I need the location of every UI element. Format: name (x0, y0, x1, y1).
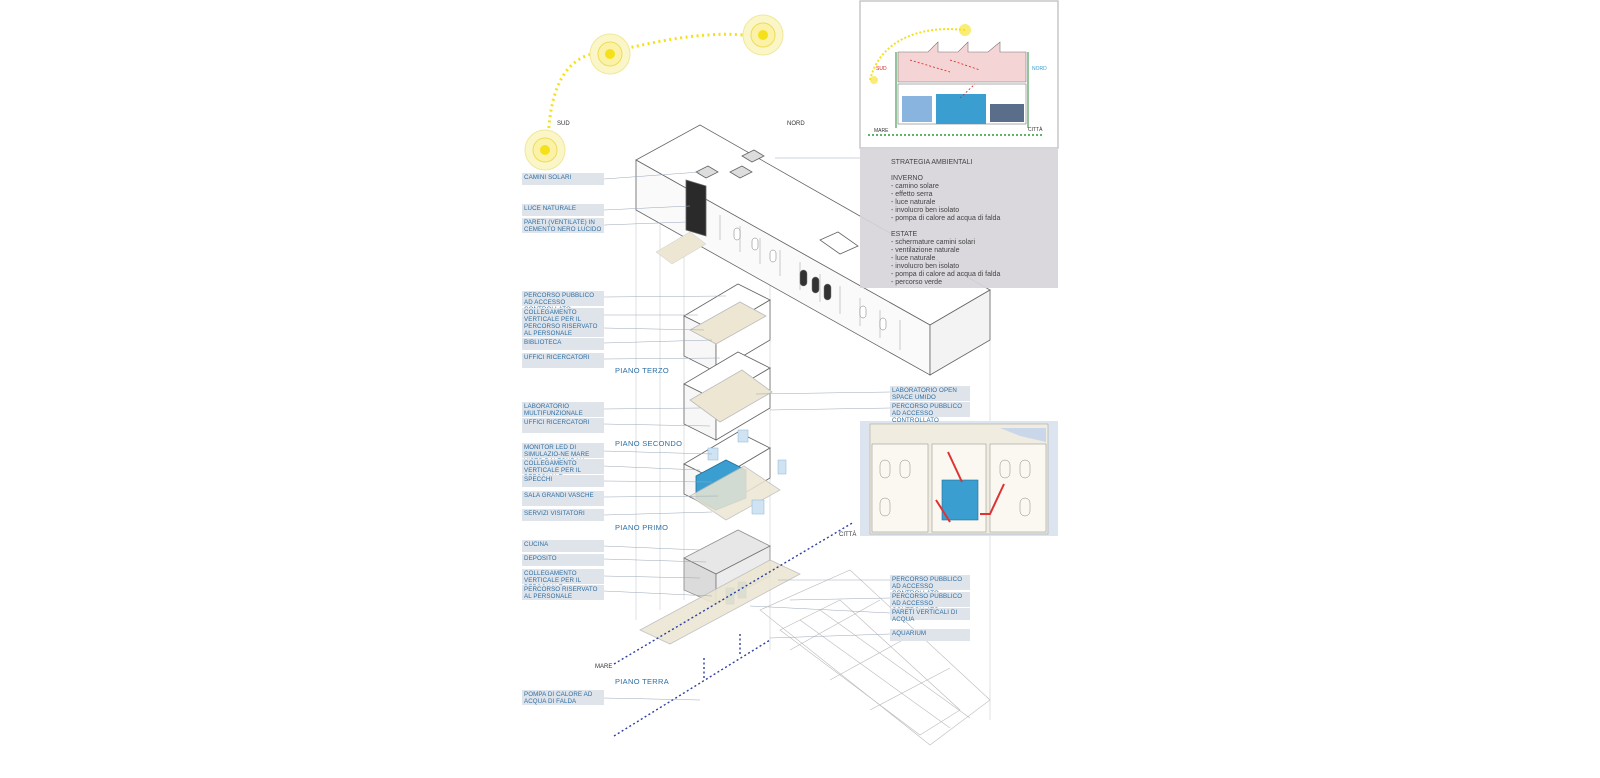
environmental-section-inset (859, 0, 1059, 149)
sun-icon (742, 14, 784, 56)
label-percorso-pubblico: PERCORSO PUBBLICO AD ACCESSO CONTROLLATO (522, 291, 604, 313)
strategy-item: - effetto serra (891, 191, 933, 198)
leader-lines (603, 157, 891, 701)
sun-path (524, 14, 784, 171)
floor-volume-primo (683, 429, 787, 521)
strategy-title: STRATEGIA AMBIENTALI (891, 159, 973, 166)
label-specchi: SPECCHI (522, 475, 604, 487)
label-pareti-verticali-acqua: PARETI VERTICALI DI ACQUA (890, 608, 970, 623)
label-collegamento-verticale-3: COLLEGAMENTO VERTICALE PER IL PERSONALE (522, 569, 604, 591)
section-label-mare: MARE (874, 128, 889, 134)
label-deposito: DEPOSITO (522, 554, 604, 566)
strategy-item: - luce naturale (891, 255, 936, 262)
label-collegamento-verticale: COLLEGAMENTO VERTICALE PER IL PERSONALE (522, 308, 604, 330)
label-percorso-pubblico-r3: PERCORSO PUBBLICO AD ACCESSO CONTROLLATO (890, 592, 970, 614)
label-percorso-riservato: PERCORSO RISERVATO AL PERSONALE (522, 322, 604, 337)
floor-title-terzo: PIANO TERZO (615, 366, 670, 375)
floor-title-terra: PIANO TERRA (615, 677, 670, 686)
sun-ray-lines (909, 59, 981, 99)
label-camini-solari: CAMINI SOLARI (522, 173, 604, 185)
section-label-sud: SUD (876, 66, 887, 72)
strategy-item: - pompa di calore ad acqua di falda (891, 215, 1001, 222)
label-luce-naturale: LUCE NATURALE (522, 204, 604, 216)
label-servizi-visitatori: SERVIZI VISITATORI (522, 509, 604, 521)
compass-sud: SUD (557, 121, 570, 127)
solar-chimney-icon (695, 149, 765, 179)
section-label-citta: CITTÀ (1028, 127, 1043, 133)
ground-floor-plan (759, 569, 991, 746)
strategy-winter-title: INVERNO (891, 175, 923, 182)
floor-volume-terra (639, 529, 801, 645)
label-uffici-ricercatori: UFFICI RICERCATORI (522, 353, 604, 368)
label-pareti-ventilate: PARETI (VENTILATE) IN CEMENTO NERO LUCID… (522, 218, 604, 233)
compass-nord: NORD (787, 121, 805, 127)
strategy-item: - camino solare (891, 183, 939, 190)
label-aquarium: AQUARIUM (890, 629, 970, 641)
strategy-panel: STRATEGIA AMBIENTALI INVERNO - camino so… (860, 148, 1058, 288)
label-pompa-di-calore: POMPA DI CALORE AD ACQUA DI FALDA (522, 690, 604, 705)
section-label-nord: NORD (1032, 66, 1047, 72)
strategy-item: - involucro ben isolato (891, 263, 960, 270)
strategy-item: - schermature camini solari (891, 239, 976, 246)
label-percorso-pubblico-r1: PERCORSO PUBBLICO AD ACCESSO CONTROLLATO (890, 402, 970, 424)
floor-title-primo: PIANO PRIMO (615, 523, 669, 532)
strategy-item: - ventilazione naturale (891, 247, 960, 254)
sun-icon (524, 129, 566, 171)
floor-volume-secondo (683, 351, 773, 441)
floor-title-secondo: PIANO SECONDO (615, 439, 683, 448)
strategy-item: - percorso verde (891, 279, 942, 286)
strategy-summer-title: ESTATE (891, 231, 918, 238)
label-sala-grandi-vasche: SALA GRANDI VASCHE (522, 491, 604, 506)
label-laboratorio-multifunzionale: LABORATORIO MULTIFUNZIONALE (522, 402, 604, 417)
label-collegamento-verticale-2: COLLEGAMENTO VERTICALE PER IL PERSONALE (522, 459, 604, 481)
arched-windows (733, 227, 887, 331)
label-biblioteca: BIBLIOTECA (522, 338, 604, 350)
sea-city-axis (613, 521, 855, 737)
label-percorso-pubblico-r2: PERCORSO PUBBLICO AD ACCESSO CONTROLLATO (890, 575, 970, 597)
strategy-item: - pompa di calore ad acqua di falda (891, 271, 1001, 278)
strategy-item: - luce naturale (891, 199, 936, 206)
label-laboratorio-open-space: LABORATORIO OPEN SPACE UMIDO (890, 386, 970, 401)
compass-citta: CITTÀ (839, 532, 857, 538)
compass-mare: MARE (595, 664, 613, 670)
aquarium-section-inset (860, 421, 1058, 536)
strategy-item: - involucro ben isolato (891, 207, 960, 214)
label-uffici-ricercatori-2: UFFICI RICERCATORI (522, 418, 604, 433)
label-monitor-led: MONITOR LED DI SIMULAZIO-NE MARE VISTO D… (522, 443, 604, 465)
label-cucina: CUCINA (522, 540, 604, 552)
label-percorso-riservato-2: PERCORSO RISERVATO AL PERSONALE (522, 585, 604, 600)
sun-icon (589, 33, 631, 75)
